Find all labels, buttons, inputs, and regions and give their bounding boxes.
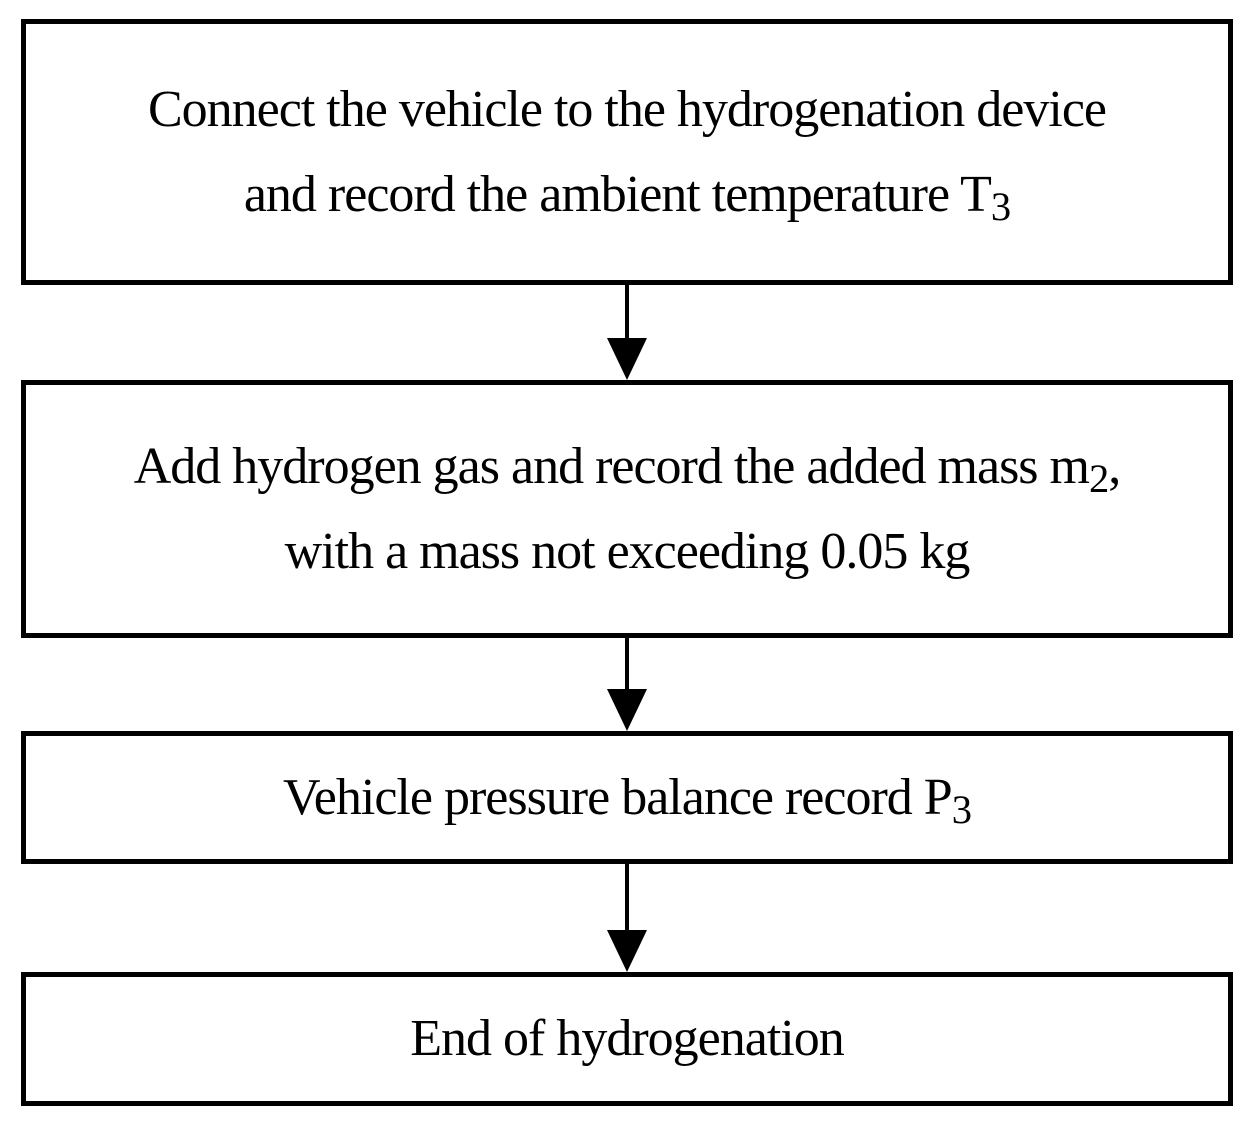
flow-step-end-hydrogenation: End of hydrogenation: [21, 972, 1233, 1106]
flow-step-add-hydrogen: Add hydrogen gas and record the added ma…: [21, 380, 1233, 638]
arrow-shaft: [625, 284, 629, 340]
arrow-head-down-icon: [607, 930, 647, 972]
flow-step-connect-vehicle-label: Connect the vehicle to the hydrogenation…: [148, 80, 1107, 229]
flow-step-add-hydrogen-label: Add hydrogen gas and record the added ma…: [133, 437, 1122, 580]
arrow-shaft: [625, 638, 629, 691]
connector-arrow-1: [606, 284, 648, 380]
arrow-head-down-icon: [607, 338, 647, 380]
arrow-shaft: [625, 864, 629, 932]
connector-arrow-3: [606, 864, 648, 972]
flow-step-connect-vehicle: Connect the vehicle to the hydrogenation…: [21, 19, 1233, 285]
arrow-head-down-icon: [607, 689, 647, 731]
flow-step-pressure-balance: Vehicle pressure balance record P3: [21, 731, 1233, 864]
flow-step-end-hydrogenation-label: End of hydrogenation: [410, 1010, 844, 1068]
connector-arrow-2: [606, 638, 648, 731]
flow-step-pressure-balance-label: Vehicle pressure balance record P3: [283, 768, 972, 832]
